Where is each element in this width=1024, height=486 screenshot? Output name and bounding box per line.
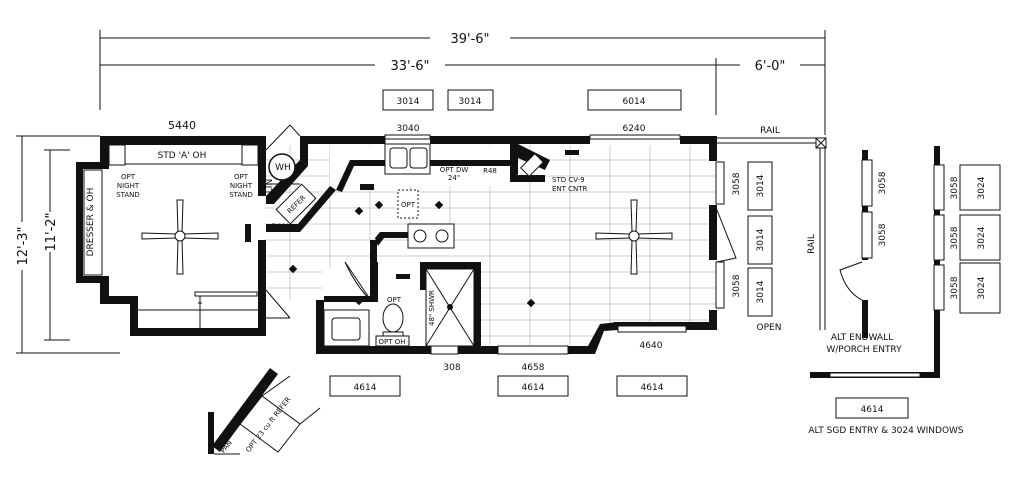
dresser-label: DRESSER & OH (86, 188, 96, 257)
bedroom-floor-mask (108, 145, 263, 295)
window-label: 3058 (732, 274, 742, 297)
window-label: 3058 (878, 223, 888, 246)
entertainment-center-label: ENT CNTR (552, 185, 588, 193)
range-label: R48 (483, 167, 497, 175)
kitchen (275, 136, 579, 279)
bottom-window-markers (430, 325, 687, 355)
optional-refer-detail (208, 368, 321, 455)
overall-width-dim: 12'-3" (16, 226, 31, 265)
window-label: 6014 (623, 97, 646, 107)
nightstand-label: NIGHT (117, 182, 140, 190)
window-label: 3058 (950, 226, 960, 249)
linen-label: LIN (265, 179, 275, 193)
kitchen-window-label: 3040 (397, 124, 420, 134)
window-label: 3058 (732, 172, 742, 195)
bedroom-window-label: 5440 (168, 119, 196, 132)
nightstand-label: NIGHT (230, 182, 253, 190)
window-label: 4640 (640, 341, 663, 351)
front-end-windows (715, 161, 773, 317)
nightstand-label: OPT (121, 173, 136, 181)
lower-window-schedule (329, 375, 688, 397)
dishwasher-size-label: 24" (448, 174, 460, 182)
window-label: 3014 (397, 97, 420, 107)
window-label: 3058 (950, 176, 960, 199)
shower-label: 48" SHWR (428, 290, 436, 326)
porch (716, 137, 827, 330)
window-label: 4614 (354, 383, 377, 393)
alt-sgd-entry (810, 146, 1001, 419)
window-label: 3024 (977, 276, 987, 299)
window-label: 3024 (977, 226, 987, 249)
window-label: 3014 (756, 228, 766, 251)
window-label: 3014 (756, 280, 766, 303)
dishwasher-label: OPT DW (440, 166, 469, 174)
water-heater-label: WH (275, 163, 291, 173)
open-label: OPEN (757, 323, 782, 333)
optional-overhead-label: OPT OH (378, 338, 405, 346)
window-label: 3014 (459, 97, 482, 107)
alt-sgd-label: ALT SGD ENTRY & 3024 WINDOWS (808, 426, 964, 436)
refrigerator-icon (275, 183, 317, 225)
window-label: 308 (443, 363, 460, 373)
window-label: 4614 (522, 383, 545, 393)
overall-length-dim: 39'-6" (450, 32, 489, 47)
alt-endwall-porch-entry (839, 150, 873, 338)
rail-label: RAIL (807, 234, 817, 254)
interior-width-dim: 11'-2" (44, 212, 59, 251)
upper-window-schedule (382, 89, 682, 111)
ceiling-fan-icon (141, 199, 219, 275)
optional-item-label: OPT (387, 296, 402, 304)
nightstand-label: STAND (116, 191, 140, 199)
exterior-walls (76, 136, 717, 354)
window-label: 3058 (878, 171, 888, 194)
nightstand-label: STAND (229, 191, 253, 199)
window-label: 4658 (522, 363, 545, 373)
alt-endwall-label: ALT ENDWALL (831, 333, 893, 343)
entertainment-center-icon (519, 152, 545, 178)
window-label: 3024 (977, 176, 987, 199)
porch-entry-label: W/PORCH ENTRY (826, 345, 902, 355)
pantry-label: PAN (271, 223, 289, 233)
overhead-cabinet-label: STD 'A' OH (158, 151, 207, 161)
living-window-label: 6240 (623, 124, 646, 134)
optional-item-label: OPT (401, 201, 416, 209)
interior-walls (266, 136, 550, 350)
bedroom (83, 144, 259, 330)
ceiling-fan-icon (595, 199, 673, 275)
main-length-dim: 33'-6" (390, 59, 429, 74)
window-label: 4614 (861, 405, 884, 415)
utility-area (265, 124, 301, 319)
entertainment-center-label: STD CV-9 (552, 176, 585, 184)
window-label: 3014 (756, 174, 766, 197)
light-fixtures (288, 200, 536, 308)
window-label: 4614 (641, 383, 664, 393)
window-label: 3058 (950, 276, 960, 299)
porch-length-dim: 6'-0" (755, 59, 786, 74)
nightstand-label: OPT (234, 173, 249, 181)
rail-label: RAIL (760, 126, 780, 136)
